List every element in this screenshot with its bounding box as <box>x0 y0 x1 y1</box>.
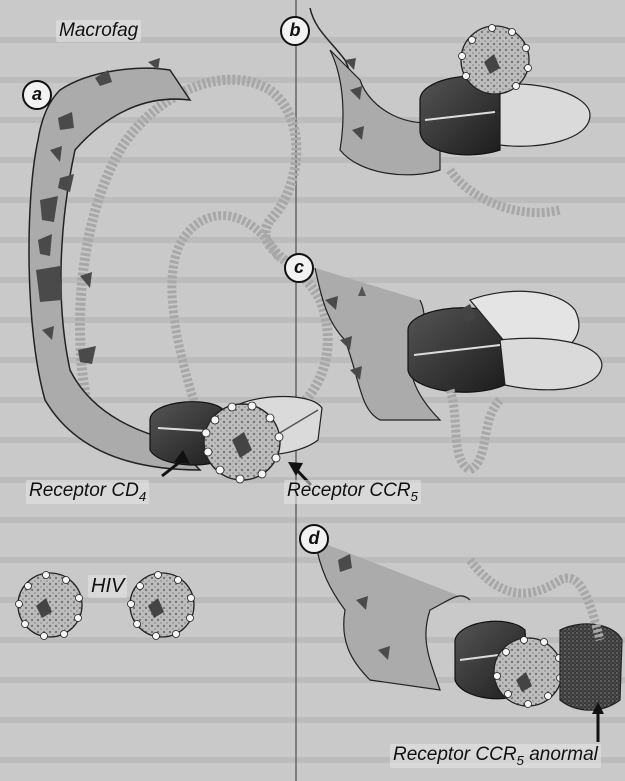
receptor-ccr5-text: Receptor CCR <box>287 480 411 501</box>
panel-label-d: d <box>299 524 329 554</box>
panel-d-abnormal-ccr5 <box>315 540 622 742</box>
receptor-cd4-label: Receptor CD4 <box>26 480 149 504</box>
receptor-ccr5-anormal-label: Receptor CCR5 anormal <box>390 744 601 768</box>
receptor-ccr5-anormal-suffix: anormal <box>524 744 598 765</box>
panel-label-c: c <box>284 253 314 283</box>
receptor-ccr5-label: Receptor CCR5 <box>284 480 421 504</box>
receptor-ccr5-anormal-text: Receptor CCR <box>393 744 517 765</box>
receptor-cd4-subscript: 4 <box>139 489 146 504</box>
hiv-virion-right <box>128 572 195 640</box>
hiv-virion-left <box>16 572 83 640</box>
panel-label-a: a <box>22 80 52 110</box>
panel-label-b: b <box>280 16 310 46</box>
receptor-ccr5-anormal-subscript: 5 <box>517 753 524 768</box>
receptor-cd4-text: Receptor CD <box>29 480 139 501</box>
macrofag-label: Macrofag <box>56 20 141 42</box>
hiv-label: HIV <box>88 575 127 598</box>
receptor-ccr5-subscript: 5 <box>411 489 418 504</box>
